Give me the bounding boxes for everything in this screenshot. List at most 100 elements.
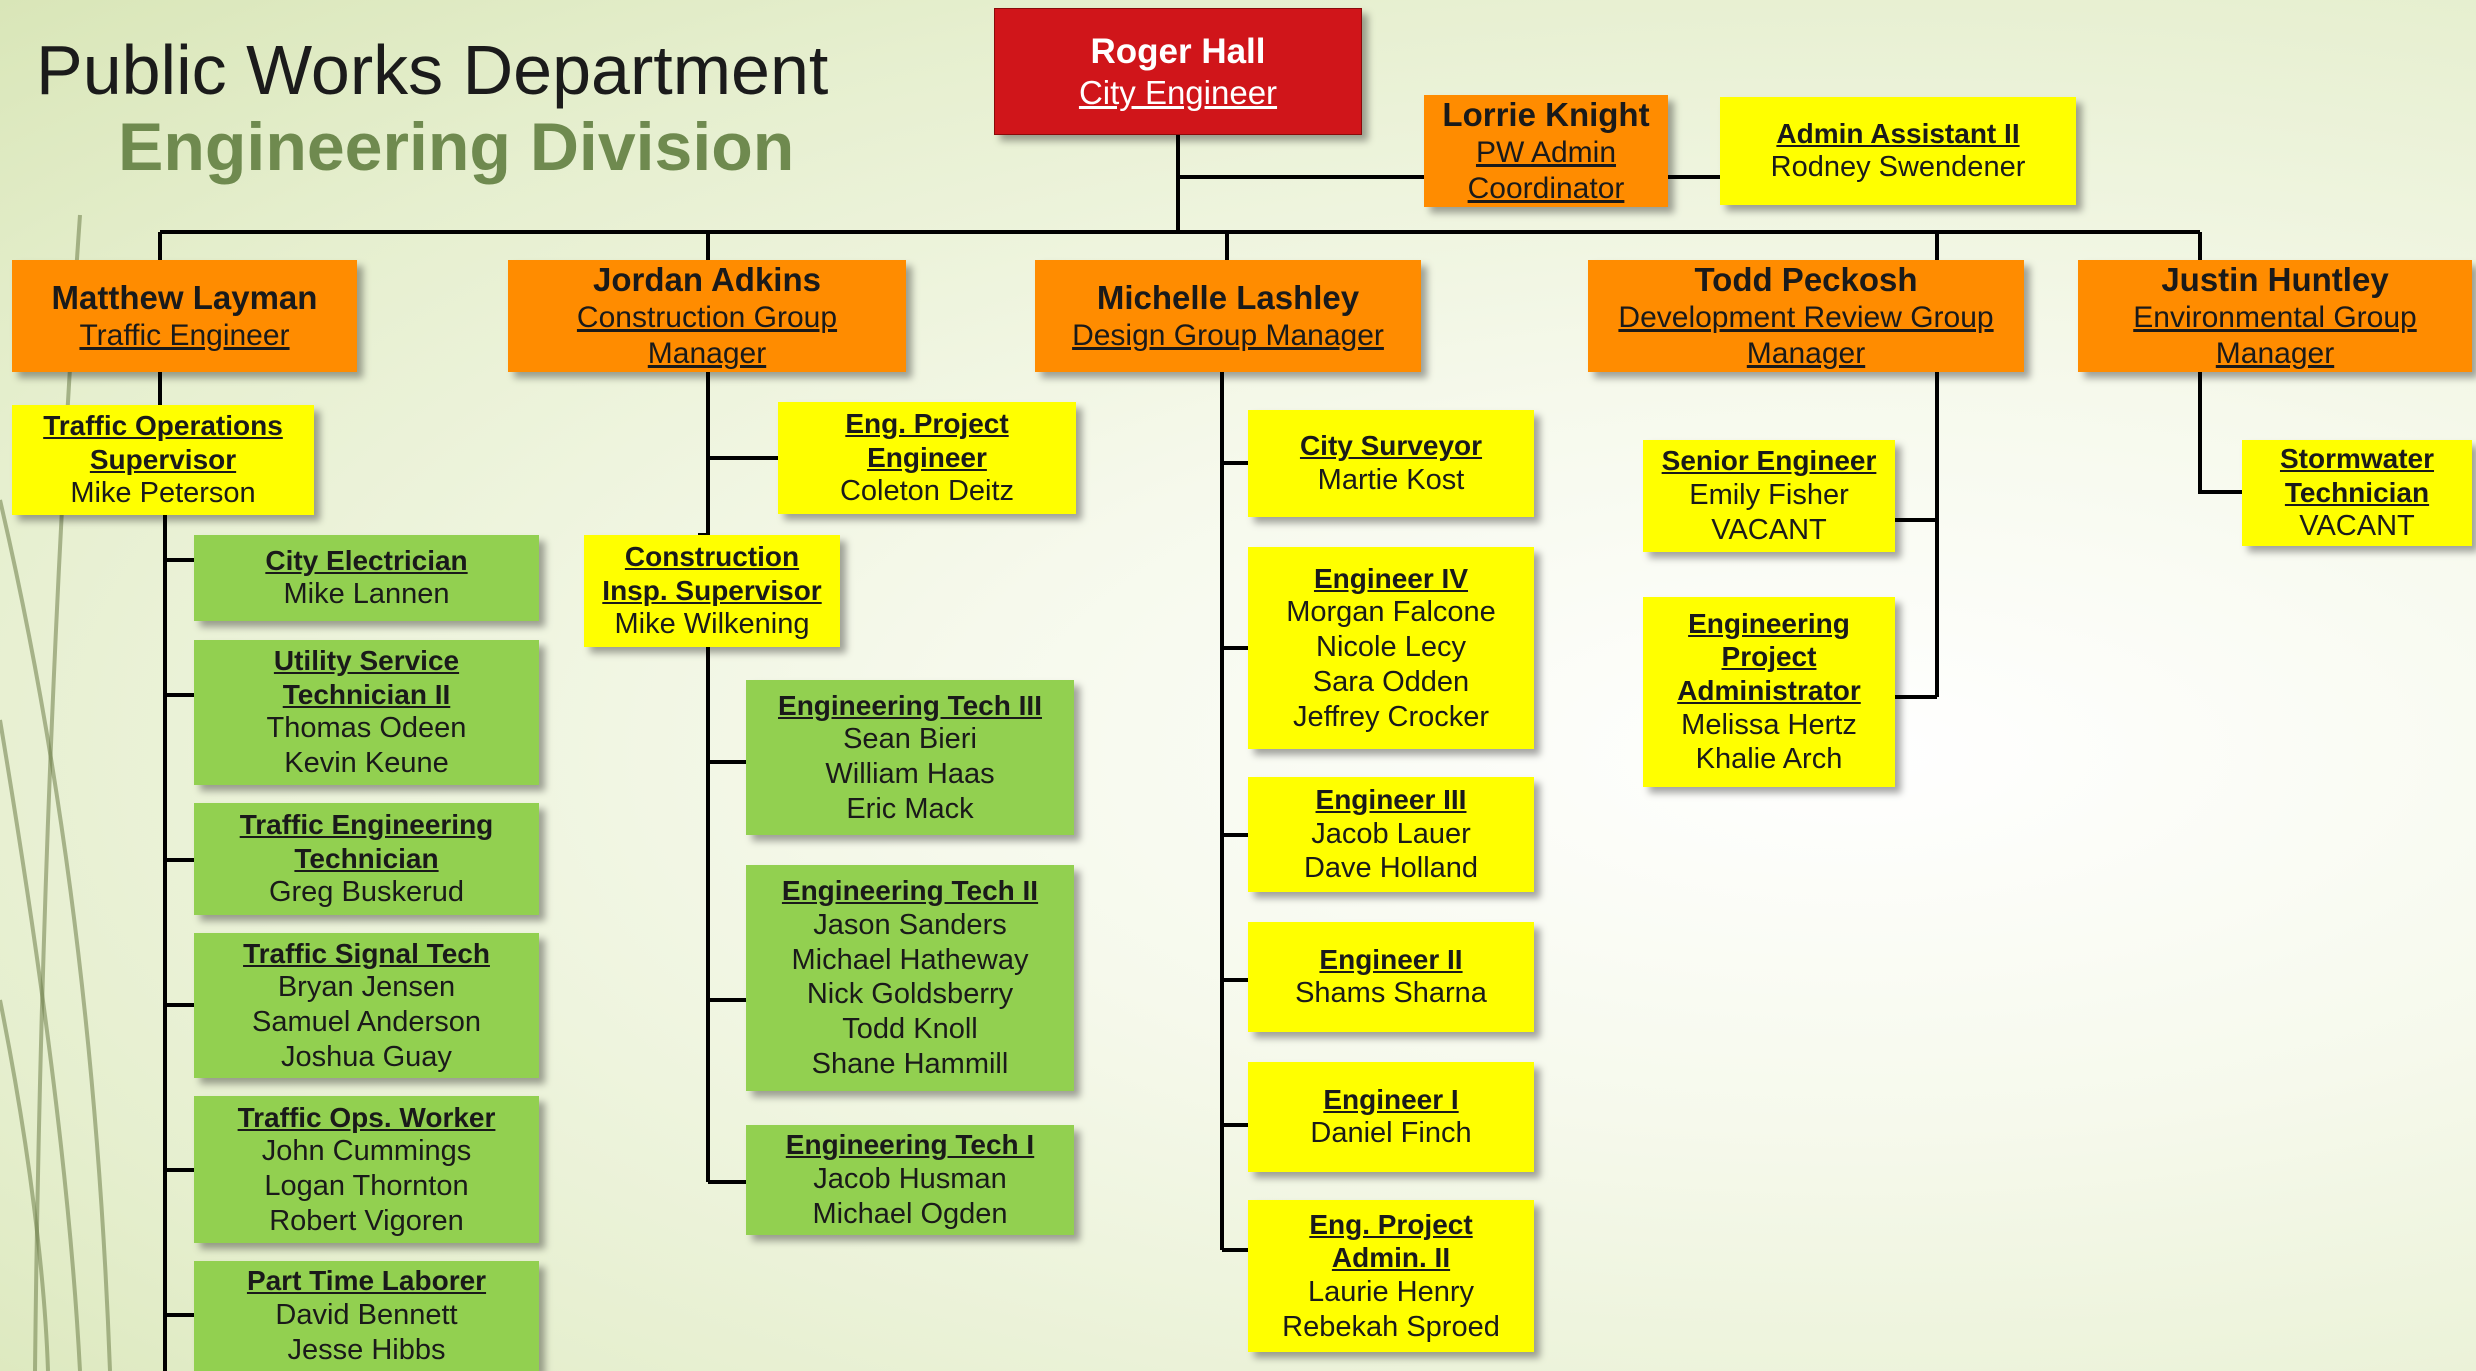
position-title: Engineer II xyxy=(1319,943,1463,975)
admin-assistant-box: Admin Assistant II Rodney Swendener xyxy=(1720,97,2076,205)
position-person: Mike Lannen xyxy=(283,578,450,611)
position-traffic-signal-tech: Traffic Signal Tech Bryan Jensen Samuel … xyxy=(194,933,539,1078)
position-person: Michael Ogden xyxy=(812,1197,1008,1230)
manager-role: Environmental Group Manager xyxy=(2133,300,2417,370)
admin-coordinator-name: Lorrie Knight xyxy=(1442,96,1650,134)
admin-coordinator-role: PW Admin Coordinator xyxy=(1467,135,1625,205)
manager-name: Jordan Adkins xyxy=(593,261,821,299)
position-person: William Haas xyxy=(825,757,995,790)
page-title: Public Works Department xyxy=(36,31,829,109)
manager-role: Construction Group Manager xyxy=(576,300,838,370)
position-eng-tech-1: Engineering Tech I Jacob Husman Michael … xyxy=(746,1125,1074,1235)
position-eng-project-admin: Eng. Project Admin. II Laurie Henry Rebe… xyxy=(1248,1200,1534,1352)
position-person: Samuel Anderson xyxy=(252,1005,481,1038)
position-title: Traffic Signal Tech xyxy=(243,937,490,969)
position-person: Laurie Henry xyxy=(1307,1275,1475,1308)
position-title: Engineering Tech II xyxy=(781,875,1039,907)
position-title: Traffic Ops. Worker xyxy=(237,1101,496,1133)
position-engineer-3: Engineer III Jacob Lauer Dave Holland xyxy=(1248,777,1534,892)
position-person: Dave Holland xyxy=(1303,852,1479,885)
position-title: Engineer IV xyxy=(1313,562,1469,594)
position-person: Robert Vigoren xyxy=(269,1204,464,1237)
position-title: Part Time Laborer xyxy=(246,1265,487,1297)
position-title: City Surveyor xyxy=(1299,430,1483,462)
position-title: City Electrician xyxy=(265,544,468,576)
position-person: Jacob Lauer xyxy=(1311,817,1471,850)
position-title: Engineering Tech I xyxy=(785,1129,1035,1161)
position-utility-service-tech: Utility Service Technician II Thomas Ode… xyxy=(194,640,539,785)
position-engineer-4: Engineer IV Morgan Falcone Nicole Lecy S… xyxy=(1248,547,1534,749)
manager-development-box: Todd Peckosh Development Review Group Ma… xyxy=(1588,260,2024,372)
manager-role: Traffic Engineer xyxy=(79,318,290,352)
position-traffic-ops-supervisor: Traffic Operations Supervisor Mike Peter… xyxy=(12,405,314,515)
position-person: Thomas Odeen xyxy=(266,712,467,745)
head-name: Roger Hall xyxy=(1090,31,1266,71)
position-title: Traffic Operations Supervisor xyxy=(43,410,283,475)
position-person: Nicole Lecy xyxy=(1316,631,1466,663)
position-person: Eric Mack xyxy=(846,792,974,825)
position-eng-tech-2: Engineering Tech II Jason Sanders Michae… xyxy=(746,865,1074,1091)
page-subtitle: Engineering Division xyxy=(118,109,795,185)
position-title: Eng. Project Admin. II xyxy=(1309,1208,1473,1274)
position-city-electrician: City Electrician Mike Lannen xyxy=(194,535,539,621)
manager-name: Todd Peckosh xyxy=(1694,261,1918,299)
position-person: Greg Buskerud xyxy=(268,876,465,909)
position-person: David Bennett xyxy=(275,1299,458,1331)
position-person: Jesse Hibbs xyxy=(287,1333,446,1366)
position-senior-engineer: Senior Engineer Emily Fisher VACANT xyxy=(1643,440,1895,552)
position-title: Eng. Project Engineer xyxy=(845,408,1009,473)
position-title: Stormwater Technician xyxy=(2279,443,2435,508)
position-person: Mike Wilkening xyxy=(614,608,810,641)
position-title: Senior Engineer xyxy=(1661,445,1877,477)
position-person: Shams Sharna xyxy=(1295,977,1487,1010)
position-title: Engineering Tech III xyxy=(778,689,1042,721)
position-person: Bryan Jensen xyxy=(277,971,456,1004)
position-construction-insp-supervisor: Construction Insp. Supervisor Mike Wilke… xyxy=(584,535,840,647)
position-engineer-1: Engineer I Daniel Finch xyxy=(1248,1062,1534,1172)
manager-role: Development Review Group Manager xyxy=(1618,300,1994,370)
position-city-surveyor: City Surveyor Martie Kost xyxy=(1248,410,1534,517)
manager-name: Justin Huntley xyxy=(2161,261,2389,299)
position-person: Michael Hatheway xyxy=(791,943,1029,976)
position-person: Rebekah Sproed xyxy=(1282,1310,1500,1343)
position-person: Emily Fisher xyxy=(1689,479,1849,511)
position-person: Jacob Husman xyxy=(813,1163,1007,1195)
manager-environmental-box: Justin Huntley Environmental Group Manag… xyxy=(2078,260,2472,372)
position-person: Shane Hammill xyxy=(811,1047,1009,1080)
position-person: Logan Thornton xyxy=(264,1169,469,1202)
position-title: Engineering Project Administrator xyxy=(1677,607,1861,706)
position-person: Morgan Falcone xyxy=(1286,596,1496,629)
position-person: Khalie Arch xyxy=(1695,743,1843,776)
position-person: Jason Sanders xyxy=(813,908,1007,941)
position-title: Traffic Engineering Technician xyxy=(239,809,494,874)
position-person: VACANT xyxy=(1711,513,1827,546)
position-eng-project-administrator: Engineering Project Administrator Meliss… xyxy=(1643,597,1895,787)
position-title: Utility Service Technician II xyxy=(273,645,460,710)
position-eng-tech-3: Engineering Tech III Sean Bieri William … xyxy=(746,680,1074,835)
position-part-time-laborer: Part Time Laborer David Bennett Jesse Hi… xyxy=(194,1261,539,1371)
position-title: Engineer I xyxy=(1323,1083,1459,1115)
manager-role: Design Group Manager xyxy=(1072,318,1384,352)
position-person: Coleton Deitz xyxy=(839,475,1015,508)
position-stormwater-tech: Stormwater Technician VACANT xyxy=(2242,440,2472,546)
position-title: Construction Insp. Supervisor xyxy=(602,541,822,606)
position-person: Todd Knoll xyxy=(842,1013,978,1046)
manager-traffic-box: Matthew Layman Traffic Engineer xyxy=(12,260,357,372)
position-person: Kevin Keune xyxy=(284,747,449,780)
manager-construction-box: Jordan Adkins Construction Group Manager xyxy=(508,260,906,372)
position-person: Nick Goldsberry xyxy=(806,978,1014,1011)
manager-name: Michelle Lashley xyxy=(1096,279,1360,317)
position-person: John Cummings xyxy=(261,1135,472,1168)
admin-coordinator-box: Lorrie Knight PW Admin Coordinator xyxy=(1424,95,1668,207)
decorative-strokes xyxy=(0,214,112,1371)
position-traffic-ops-worker: Traffic Ops. Worker John Cummings Logan … xyxy=(194,1096,539,1243)
position-person: Mike Peterson xyxy=(70,477,256,510)
position-person: Sean Bieri xyxy=(843,723,977,756)
manager-design-box: Michelle Lashley Design Group Manager xyxy=(1035,260,1421,372)
position-person: VACANT xyxy=(2299,510,2415,543)
admin-assistant-person: Rodney Swendener xyxy=(1770,151,2026,184)
position-traffic-eng-tech: Traffic Engineering Technician Greg Busk… xyxy=(194,803,539,915)
admin-assistant-title: Admin Assistant II xyxy=(1776,117,2020,149)
position-person: Sara Odden xyxy=(1312,665,1470,698)
position-engineer-2: Engineer II Shams Sharna xyxy=(1248,922,1534,1032)
